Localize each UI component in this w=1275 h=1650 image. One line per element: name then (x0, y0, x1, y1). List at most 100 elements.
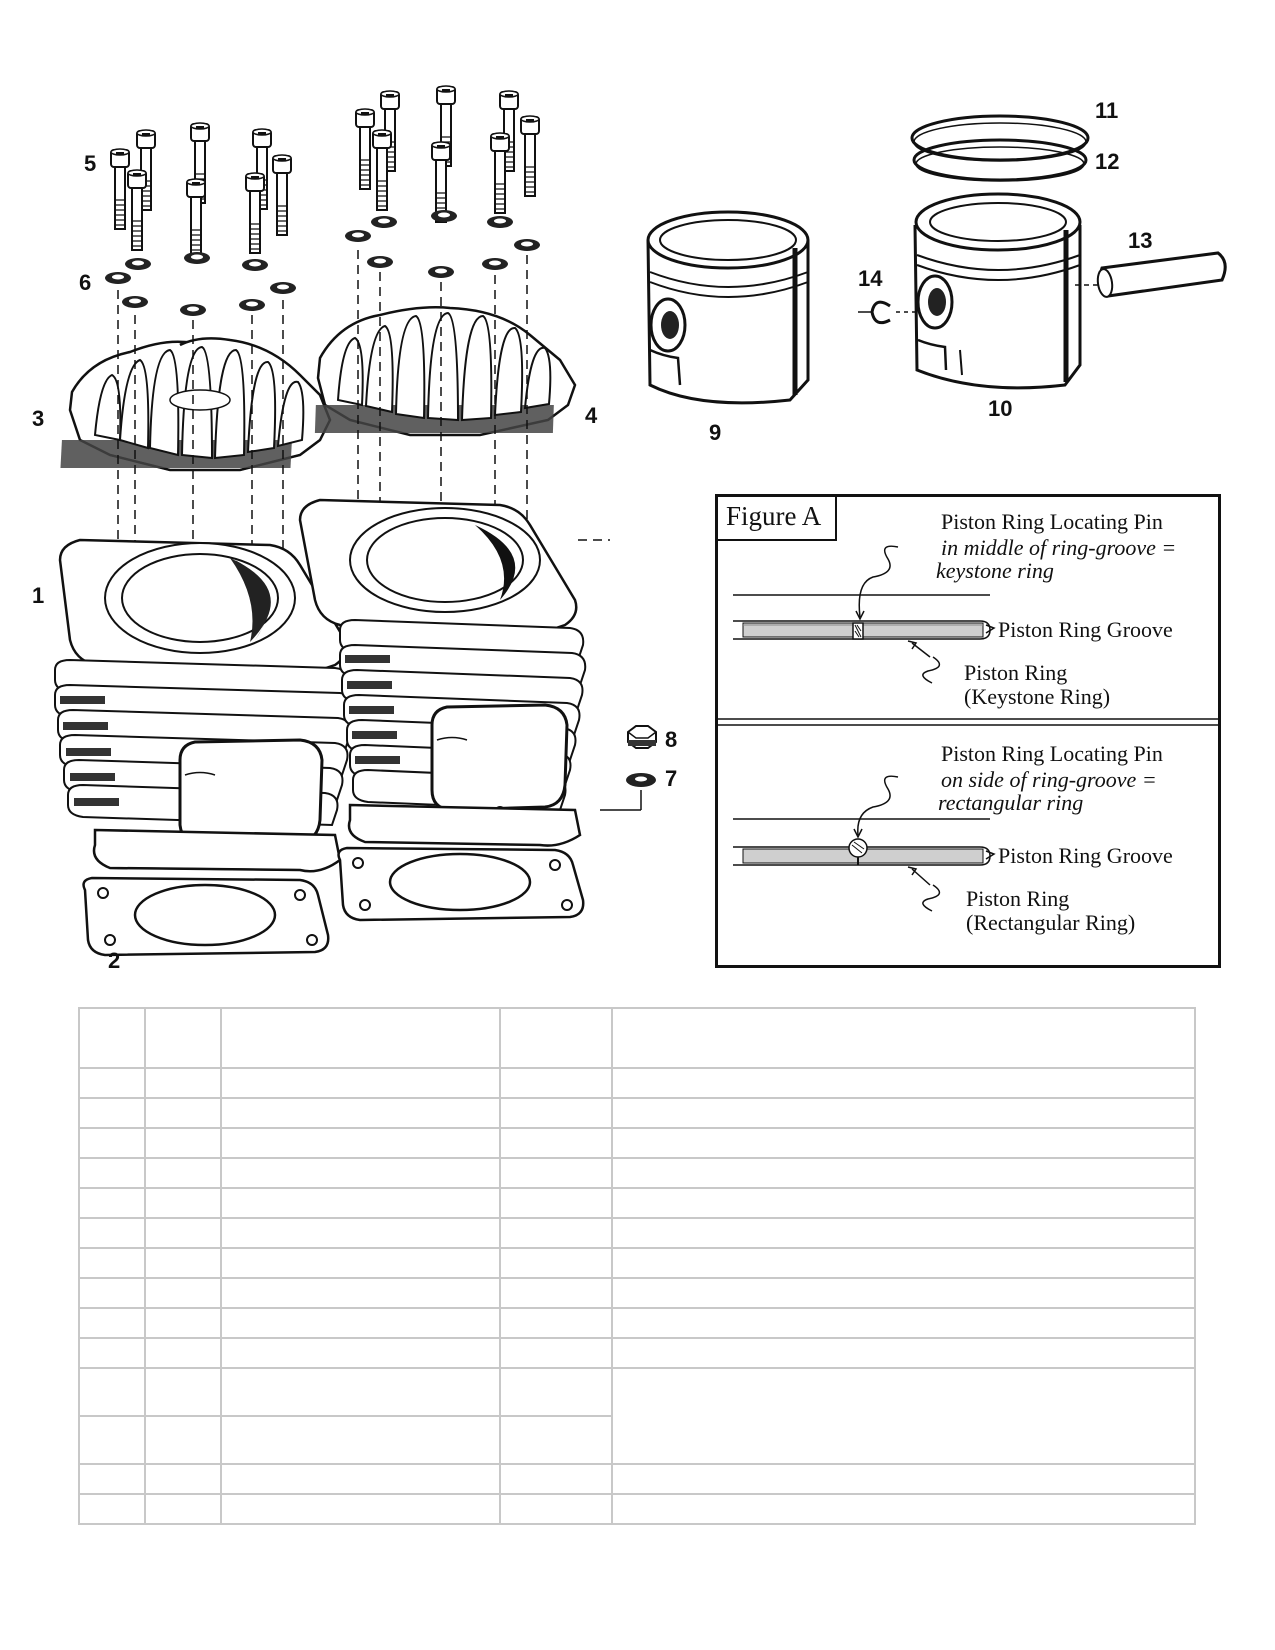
table-cell (220, 1367, 501, 1417)
table-cell (144, 1307, 222, 1339)
table-cell (78, 1097, 146, 1129)
table-cell (611, 1217, 1196, 1249)
table-cell (499, 1127, 613, 1159)
cylinder-head-right (314, 306, 577, 437)
table-cell (220, 1463, 501, 1495)
callout-5: 5 (84, 151, 97, 176)
table-cell (220, 1007, 501, 1069)
cylinder-right (298, 498, 587, 847)
table-cell (611, 1127, 1196, 1159)
callout-11: 11 (1095, 98, 1119, 123)
table-cell (78, 1493, 146, 1525)
table-cell (499, 1067, 613, 1099)
base-gasket-left (82, 876, 330, 957)
washers-right (345, 210, 540, 278)
callout-4: 4 (585, 403, 598, 428)
table-cell (220, 1493, 501, 1525)
table-cell (220, 1067, 501, 1099)
table-cell (144, 1277, 222, 1309)
table-cell (220, 1217, 501, 1249)
table-cell (611, 1277, 1196, 1309)
table-cell (144, 1097, 222, 1129)
callout-1: 1 (32, 583, 45, 608)
table-row (78, 1367, 1196, 1465)
piston-right (913, 192, 1082, 390)
nut (627, 725, 657, 749)
figure-a-panel: Figure A Piston Ring Locating Pin in mid… (715, 494, 1221, 968)
wrist-pin (1075, 251, 1227, 298)
top-groove-label: Piston Ring Groove (998, 617, 1173, 642)
table-cell (220, 1097, 501, 1129)
bottom-note-line2: rectangular ring (938, 790, 1084, 815)
table-cell (499, 1463, 613, 1495)
table-cell (144, 1367, 222, 1417)
cylinder-left (54, 538, 355, 873)
table-cell (78, 1217, 146, 1249)
top-ring-label-line2: (Keystone Ring) (964, 684, 1111, 709)
table-cell (220, 1277, 501, 1309)
table-row (78, 1463, 1196, 1495)
table-cell (220, 1247, 501, 1279)
bottom-note-line1: on side of ring-groove = (941, 767, 1157, 792)
top-pin-label: Piston Ring Locating Pin (941, 509, 1163, 534)
table-row (78, 1247, 1196, 1279)
callout-12: 12 (1095, 149, 1120, 174)
table-cell (144, 1127, 222, 1159)
figure-a-title: Figure A (718, 497, 837, 541)
table-cell (144, 1463, 222, 1495)
callout-6: 6 (79, 270, 92, 295)
washers-left (105, 252, 296, 316)
table-cell (499, 1007, 613, 1069)
table-cell (78, 1367, 146, 1417)
table-row (78, 1127, 1196, 1159)
table-header-row (78, 1007, 1196, 1069)
table-cell (499, 1277, 613, 1309)
table-cell (78, 1007, 146, 1069)
table-cell (499, 1337, 613, 1369)
table-cell (78, 1247, 146, 1279)
table-row (78, 1415, 1195, 1465)
nut-washer (626, 773, 656, 787)
table-cell (220, 1307, 501, 1339)
table-cell (144, 1157, 222, 1189)
callout-2: 2 (108, 948, 121, 973)
table-merged-cell (611, 1367, 1196, 1465)
table-cell (499, 1157, 613, 1189)
table-cell (144, 1217, 222, 1249)
table-row (78, 1337, 1196, 1369)
exploded-parts-diagram (54, 85, 1227, 957)
table-cell (78, 1187, 146, 1219)
table-cell (144, 1067, 222, 1099)
table-cell (220, 1157, 501, 1189)
top-ring-label-line1: Piston Ring (964, 660, 1068, 685)
callout-14: 14 (858, 266, 883, 291)
callout-9: 9 (709, 420, 722, 445)
table-cell (611, 1007, 1196, 1069)
table-cell (78, 1067, 146, 1099)
bottom-pin-label: Piston Ring Locating Pin (941, 741, 1163, 766)
table-cell (144, 1415, 222, 1465)
table-row (78, 1277, 1196, 1309)
figure-a-drawing (718, 545, 1218, 912)
table-cell (220, 1127, 501, 1159)
callout-3: 3 (32, 406, 45, 431)
table-cell (220, 1415, 501, 1465)
cylinder-head-left (60, 337, 332, 472)
table-cell (144, 1247, 222, 1279)
callout-8: 8 (665, 727, 678, 752)
table-row (78, 1097, 1196, 1129)
table-cell (499, 1097, 613, 1129)
cylinder-head-bolts-right (355, 85, 540, 223)
table-cell (78, 1157, 146, 1189)
base-gasket-right (337, 846, 585, 922)
table-cell (78, 1127, 146, 1159)
table-cell (144, 1337, 222, 1369)
table-row (78, 1067, 1196, 1099)
table-cell (499, 1307, 613, 1339)
table-cell (611, 1493, 1196, 1525)
piston-rings (910, 114, 1090, 182)
top-note-line1: in middle of ring-groove = (941, 535, 1177, 560)
table-row (78, 1493, 1196, 1525)
table-cell (220, 1187, 501, 1219)
table-row (78, 1157, 1196, 1189)
